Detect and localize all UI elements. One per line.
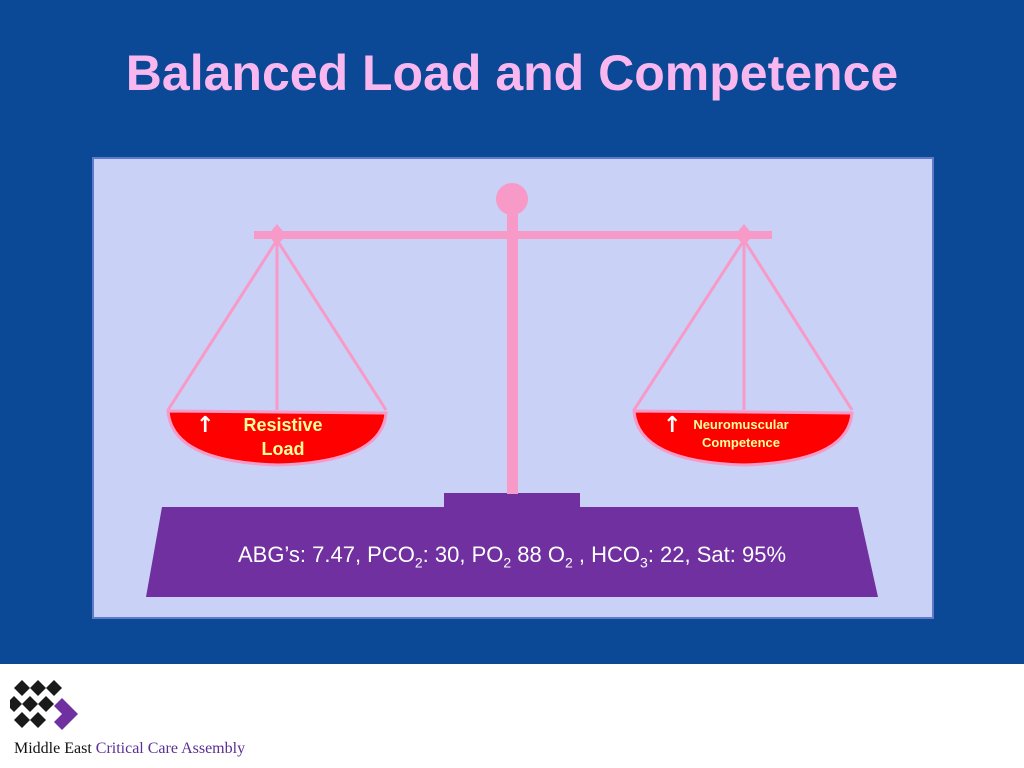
scale-foot [444,493,580,507]
right-string-outer [632,239,746,411]
resistive-load-label: Resistive Load [243,415,323,459]
scale-post [507,210,518,494]
right-string-inner [742,239,854,411]
up-arrow-icon: ↑ [663,413,682,438]
abg-values-text: ABG’s: 7.47, PCO2: 30, PO2 88 O2 , HCO3:… [237,542,787,571]
scale-base [146,507,878,597]
balance-scale-illustration [146,183,878,597]
right-pivot [735,224,753,246]
neuromuscular-competence-label: Neuromuscular Competence [693,417,789,450]
mecca-logo-icon [10,680,78,730]
right-pan [632,409,854,467]
up-arrow-icon: ↑ [196,413,215,438]
left-pivot [268,224,286,246]
slide-title: Balanced Load and Competence [125,45,899,101]
scale-knob [496,183,528,215]
footer-bar: Middle East Critical Care Assembly [0,664,1024,768]
left-string-inner [275,239,388,411]
left-pan [166,409,388,467]
scale-beam [254,231,772,239]
organization-name: Middle East Critical Care Assembly [14,740,246,757]
left-string-outer [166,239,279,411]
